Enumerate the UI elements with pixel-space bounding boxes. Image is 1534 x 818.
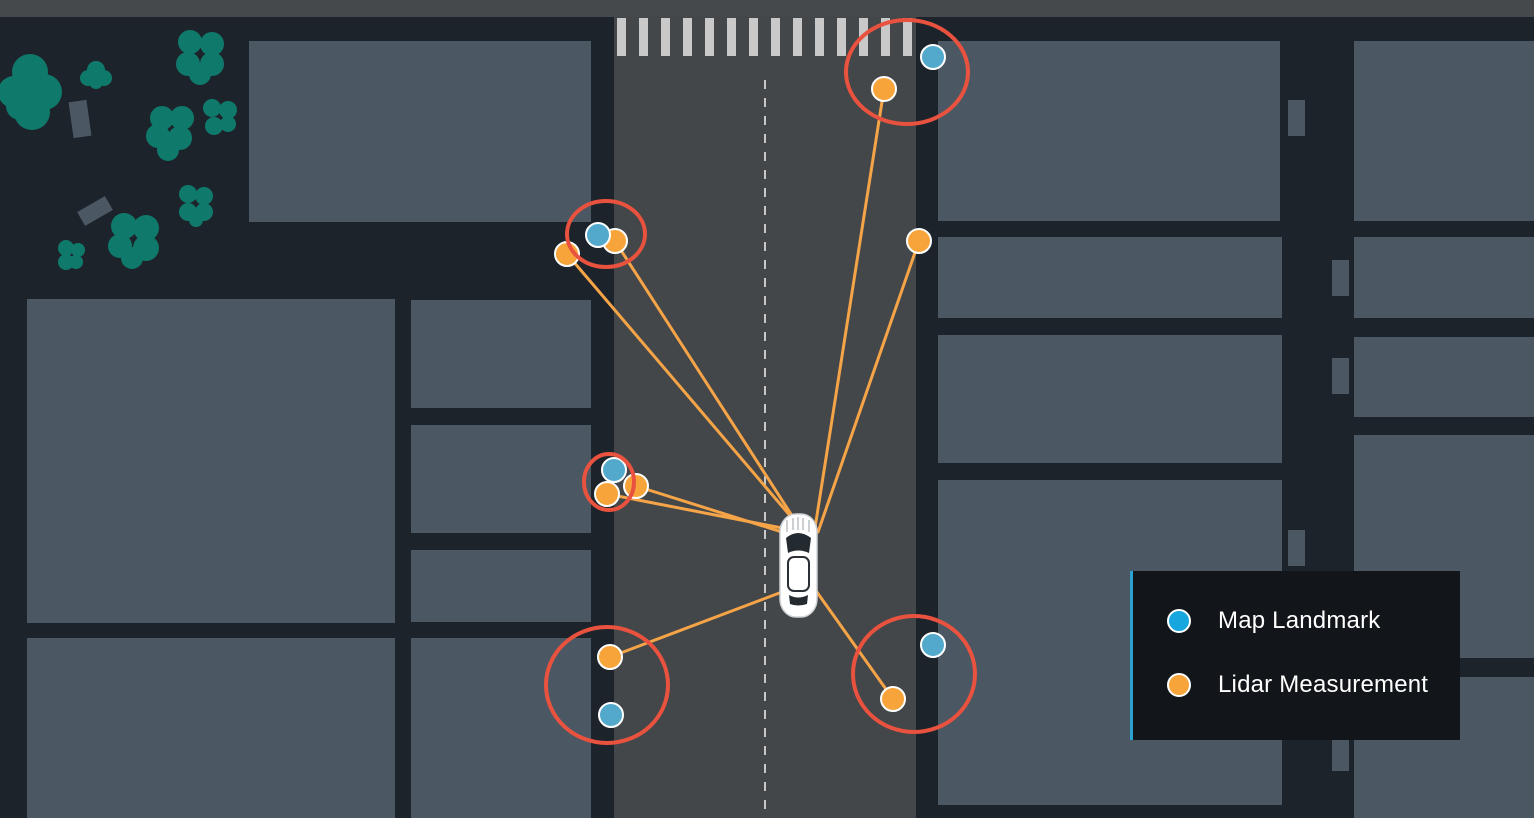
map-landmark-point	[585, 222, 611, 248]
legend-label-map-landmark: Map Landmark	[1218, 607, 1381, 634]
street-posts	[68, 99, 1349, 771]
map-landmark-point	[598, 702, 624, 728]
association-ring	[844, 18, 970, 126]
map-landmark-point	[920, 632, 946, 658]
lidar-measurement-point	[906, 228, 932, 254]
lidar-measurement-point	[880, 686, 906, 712]
legend-item-map-landmark: Map Landmark	[1167, 601, 1380, 641]
lidar-measurement-point	[594, 481, 620, 507]
association-ring	[582, 452, 636, 512]
main-road	[614, 17, 916, 818]
orange-dot-icon	[1167, 673, 1191, 697]
top-road-strip	[0, 0, 1534, 17]
association-ring	[851, 614, 977, 734]
lidar-rays	[565, 87, 921, 701]
legend-label-lidar-measurement: Lidar Measurement	[1218, 671, 1429, 698]
lidar-measurement-point	[623, 473, 649, 499]
blue-dot-icon	[1167, 609, 1191, 633]
lidar-measurement-points	[554, 76, 932, 712]
car-top-view-icon	[779, 513, 818, 618]
lidar-measurement-point	[871, 76, 897, 102]
association-ring	[544, 625, 670, 745]
lidar-measurement-point	[597, 644, 623, 670]
city-blocks	[27, 41, 1534, 818]
association-rings	[544, 18, 977, 745]
map-landmark-points	[585, 44, 946, 728]
map-landmark-point	[920, 44, 946, 70]
legend: Map Landmark Lidar Measurement	[1130, 571, 1460, 740]
map-landmark-point	[601, 457, 627, 483]
legend-item-lidar-measurement: Lidar Measurement	[1167, 665, 1428, 705]
association-ring	[565, 199, 647, 269]
tree-cluster-icon	[0, 30, 237, 270]
